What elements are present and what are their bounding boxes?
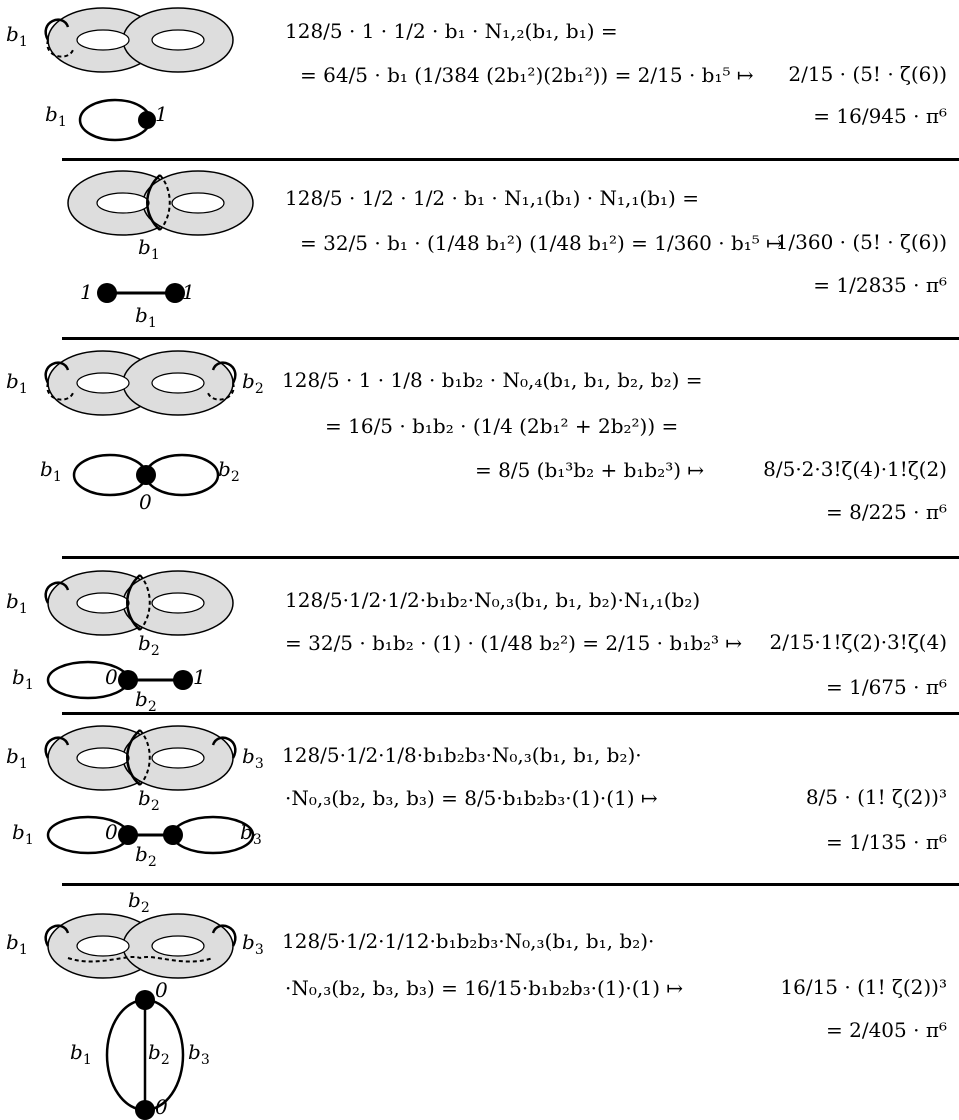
torus-label-left: b1 (6, 744, 28, 772)
graph-edge-label: b2 (135, 842, 157, 870)
graph-vertex (136, 465, 156, 485)
graph-vertex-right: 1 (193, 665, 206, 689)
result-line-1: 8/5 · (1! ζ(2))³ (805, 785, 947, 809)
row-divider (62, 556, 959, 559)
graph-label-right: b3 (188, 1040, 210, 1068)
equation-line-1: 128/5 · 1 · 1/2 · b₁ · N₁,₂(b₁, b₁) = (285, 19, 618, 43)
row-5: b1 b3 b2 b1 0 b3 b2 128/5·1/2·1/8·b₁b₂b₃… (0, 720, 959, 880)
torus-label-under: b1 (138, 235, 160, 263)
graph-2 (97, 283, 185, 303)
graph-vertex-top-label: 0 (155, 978, 168, 1002)
torus-label-under: b2 (138, 631, 160, 659)
row-6: b2 b1 b3 0 0 b1 b2 b3 128/5·1/2·1/12·b₁b… (0, 888, 959, 1120)
graph-vertex-left: 1 (80, 280, 93, 304)
graph-4 (46, 660, 193, 700)
torus-figure-2 (67, 170, 254, 236)
equation-line-2: = 64/5 · b₁ (1/384 (2b₁²)(2b₁²)) = 2/15 … (300, 63, 754, 87)
graph-vertex (135, 990, 155, 1010)
equation-line-2: = 16/5 · b₁b₂ · (1/4 (2b₁² + 2b₂²)) = (325, 414, 679, 438)
row-divider (62, 883, 959, 886)
result-line-2: = 8/225 · π⁶ (826, 500, 947, 524)
row-3: b1 b2 b1 b2 0 128/5 · 1 · 1/8 · b₁b₂ · N… (0, 345, 959, 555)
row-divider (62, 337, 959, 340)
graph-edge-label: b1 (135, 303, 157, 331)
graph-5 (46, 815, 255, 855)
row-4: b1 b2 b1 0 1 b2 128/5·1/2·1/2·b₁b₂·N₀,₃(… (0, 565, 959, 715)
equation-line-1: 128/5 · 1/2 · 1/2 · b₁ · N₁,₁(b₁) · N₁,₁… (285, 186, 699, 210)
torus-label-left: b1 (6, 589, 28, 617)
result-line-1: 2/15·1!ζ(2)·3!ζ(4) (769, 630, 948, 654)
torus-figure-6 (44, 913, 237, 979)
graph-label-left: b1 (70, 1040, 92, 1068)
torus-figure-5 (44, 725, 237, 791)
result-line-2: = 2/405 · π⁶ (826, 1018, 947, 1042)
graph-vertex-label: 0 (139, 490, 152, 514)
torus-label-left: b1 (6, 22, 28, 50)
graph-label-right: b3 (240, 820, 262, 848)
graph-vertex-label: 1 (155, 102, 168, 126)
equation-line-1: 128/5 · 1 · 1/8 · b₁b₂ · N₀,₄(b₁, b₁, b₂… (282, 368, 703, 392)
result-line-2: = 16/945 · π⁶ (813, 104, 947, 128)
equation-line-3: = 8/5 (b₁³b₂ + b₁b₂³) ↦ (475, 458, 705, 482)
torus-label-right: b2 (242, 369, 264, 397)
row-1: b1 b1 1 128/5 · 1 · 1/2 · b₁ · N₁,₂(b₁, … (0, 0, 959, 160)
row-2: b1 1 1 b1 128/5 · 1/2 · 1/2 · b₁ · N₁,₁(… (0, 165, 959, 335)
result-line-2: = 1/2835 · π⁶ (813, 273, 947, 297)
graph-label-right: b2 (218, 457, 240, 485)
result-line-1: 16/15 · (1! ζ(2))³ (780, 975, 947, 999)
result-line-1: 1/360 · (5! · ζ(6)) (775, 230, 947, 254)
torus-figure-4 (44, 570, 234, 636)
torus-label-left: b1 (6, 369, 28, 397)
result-line-1: 2/15 · (5! · ζ(6)) (788, 62, 947, 86)
equation-line-1: 128/5·1/2·1/8·b₁b₂b₃·N₀,₃(b₁, b₁, b₂)· (282, 743, 642, 767)
graph-label-left: b1 (12, 820, 34, 848)
graph-edge-label: b2 (148, 1040, 170, 1068)
graph-vertex (97, 283, 117, 303)
graph-vertex-label: 0 (105, 665, 118, 689)
result-line-2: = 1/675 · π⁶ (826, 675, 947, 699)
graph-3 (72, 453, 220, 497)
torus-figure-3 (44, 350, 237, 416)
graph-label-left: b1 (12, 665, 34, 693)
graph-vertex-label: 0 (105, 820, 118, 844)
graph-vertex (163, 825, 183, 845)
equation-line-2: ·N₀,₃(b₂, b₃, b₃) = 8/5·b₁b₂b₃·(1)·(1) ↦ (285, 786, 658, 810)
row-divider (62, 712, 959, 715)
graph-vertex-right: 1 (182, 280, 195, 304)
graph-vertex-bottom-label: 0 (155, 1095, 168, 1119)
graph-vertex (173, 670, 193, 690)
equation-line-1: 128/5·1/2·1/12·b₁b₂b₃·N₀,₃(b₁, b₁, b₂)· (282, 929, 655, 953)
torus-label-right: b3 (242, 744, 264, 772)
equation-line-2: ·N₀,₃(b₂, b₃, b₃) = 16/15·b₁b₂b₃·(1)·(1)… (285, 976, 684, 1000)
result-line-2: = 1/135 · π⁶ (826, 830, 947, 854)
graph-label-left: b1 (45, 102, 67, 130)
graph-vertex (138, 111, 156, 129)
graph-edge-label: b2 (135, 687, 157, 715)
row-divider (62, 158, 959, 161)
torus-label-left: b1 (6, 930, 28, 958)
equation-line-2: = 32/5 · b₁b₂ · (1) · (1/48 b₂²) = 2/15 … (285, 631, 743, 655)
graph-vertex (118, 670, 138, 690)
torus-figure-1 (44, 7, 234, 73)
torus-label-top: b2 (128, 888, 150, 916)
torus-label-right: b3 (242, 930, 264, 958)
result-line-1: 8/5·2·3!ζ(4)·1!ζ(2) (763, 457, 947, 481)
graph-6 (105, 990, 185, 1120)
graph-vertex (165, 283, 185, 303)
equation-line-1: 128/5·1/2·1/2·b₁b₂·N₀,₃(b₁, b₁, b₂)·N₁,₁… (285, 588, 701, 612)
graph-vertex (135, 1100, 155, 1120)
graph-label-left: b1 (40, 457, 62, 485)
torus-label-under: b2 (138, 786, 160, 814)
graph-vertex (118, 825, 138, 845)
equation-line-2: = 32/5 · b₁ · (1/48 b₁²) (1/48 b₁²) = 1/… (300, 231, 783, 255)
graph-1 (78, 98, 156, 142)
